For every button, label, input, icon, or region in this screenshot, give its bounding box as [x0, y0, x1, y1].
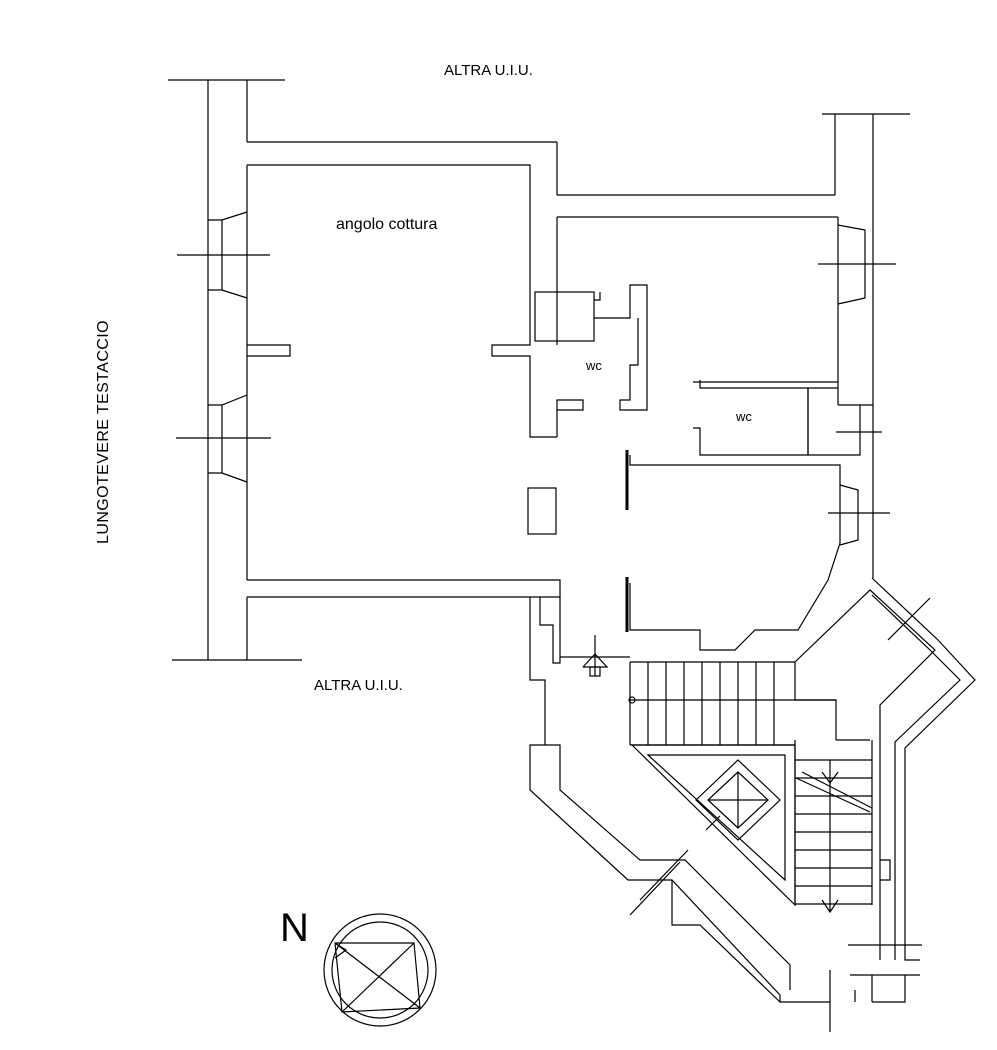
- label-wc-right: wc: [736, 409, 752, 424]
- window-west-1: [177, 211, 270, 299]
- kitchen-room-walls: [247, 164, 584, 745]
- stairwell-core: [630, 744, 796, 907]
- label-kitchen-area: angolo cottura: [336, 216, 438, 233]
- central-partition: [534, 216, 838, 411]
- south-room-walls: [625, 450, 890, 651]
- label-other-unit-north: ALTRA U.I.U.: [444, 62, 533, 79]
- entrance-symbol: [560, 635, 630, 677]
- east-wall-upper: [818, 113, 910, 578]
- diagonal-southeast-wall: [529, 577, 976, 1032]
- staircase: [628, 661, 873, 914]
- label-north: N: [280, 906, 309, 950]
- window-west-2: [176, 394, 271, 483]
- label-street-name: LUNGOTEVERE TESTACCIO: [95, 320, 112, 544]
- label-other-unit-south: ALTRA U.I.U.: [314, 677, 403, 694]
- label-wc-left: wc: [586, 358, 602, 373]
- west-wall: [168, 79, 835, 661]
- north-compass-icon: [323, 913, 437, 1027]
- wc-right-walls: [693, 380, 882, 456]
